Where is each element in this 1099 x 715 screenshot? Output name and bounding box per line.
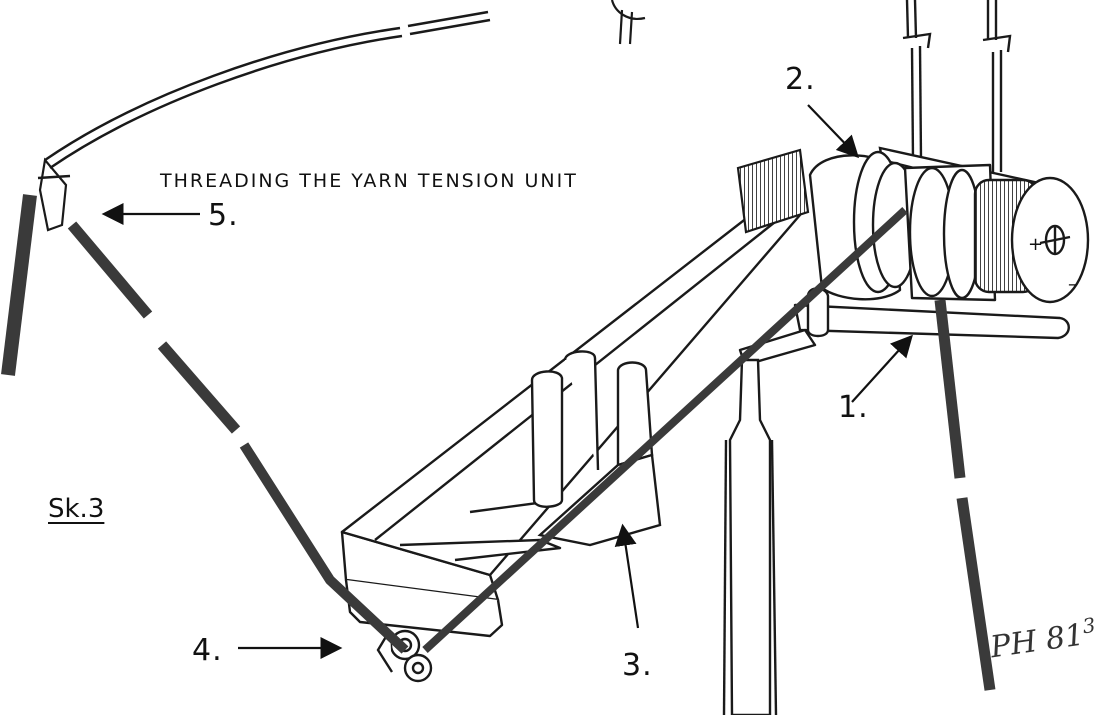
- callout-label-1: 1.: [838, 390, 869, 425]
- arrow-2: [807, 104, 860, 159]
- mounting-bracket: [738, 287, 1070, 367]
- overhead-guide-wire: [37, 10, 491, 232]
- callout-label-4: 4.: [192, 633, 223, 668]
- svg-text:–: –: [1068, 274, 1077, 295]
- yarn-guide-rods: [902, 0, 1012, 172]
- callout-arrows: [101, 104, 913, 659]
- svg-text:+: +: [1028, 234, 1043, 255]
- callout-label-2: 2.: [785, 62, 816, 97]
- side-knurled-knob: [736, 148, 810, 234]
- callout-label-5: 5.: [208, 198, 239, 233]
- diagram-title: THREADING THE YARN TENSION UNIT: [160, 170, 578, 192]
- arrow-1: [851, 334, 913, 403]
- callout-label-3: 3.: [622, 648, 653, 683]
- arrow-3: [614, 523, 640, 629]
- support-post: [722, 358, 778, 715]
- tension-unit-body: + –: [808, 150, 1090, 304]
- yarn-path: [1, 194, 996, 691]
- sketch-label: Sk.3: [48, 494, 105, 524]
- top-fragment: [610, 0, 646, 45]
